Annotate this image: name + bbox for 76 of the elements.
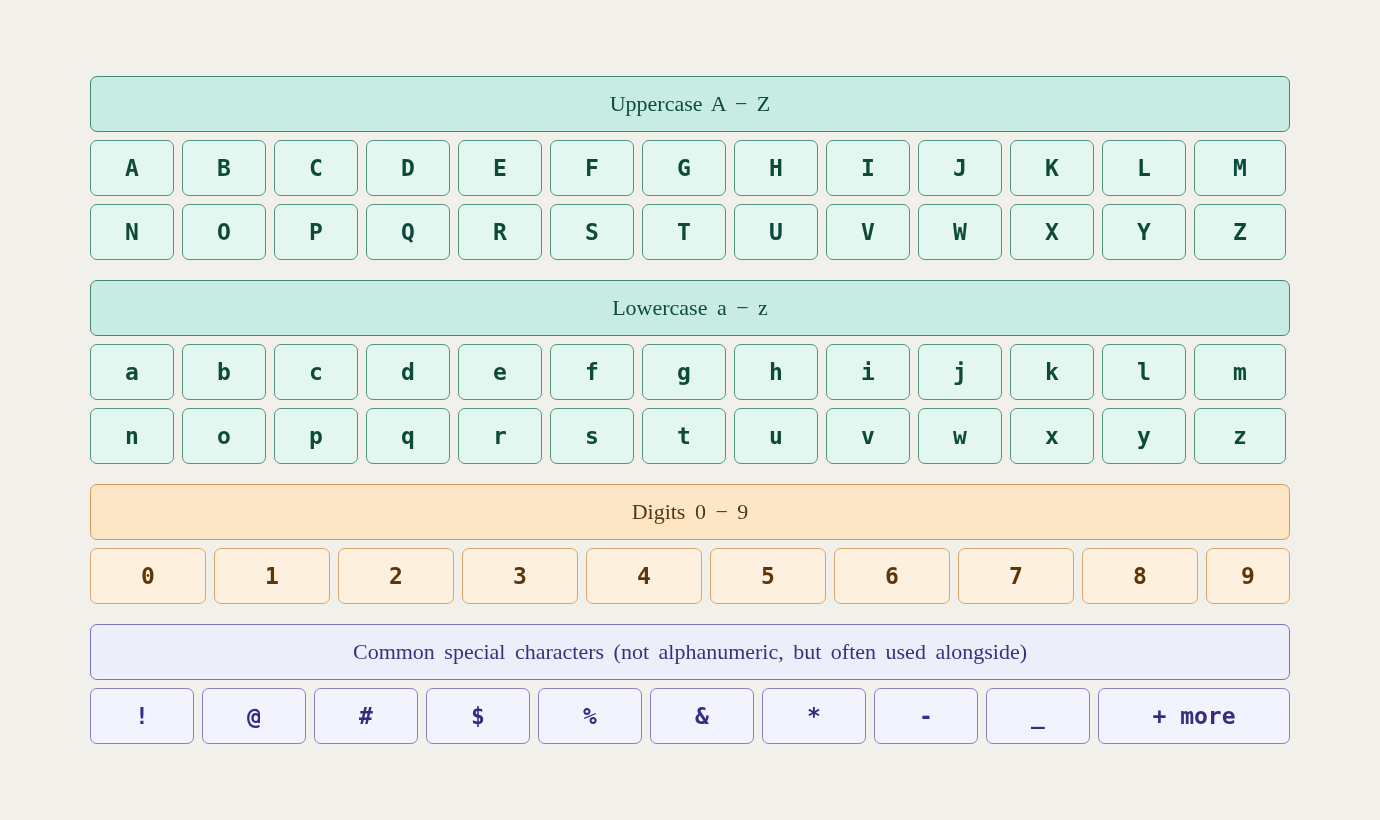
character-key: R [458, 204, 542, 260]
character-key: g [642, 344, 726, 400]
character-key: Z [1194, 204, 1286, 260]
character-key: Y [1102, 204, 1186, 260]
character-key: F [550, 140, 634, 196]
character-key: + more [1098, 688, 1290, 744]
character-key: x [1010, 408, 1094, 464]
character-key: E [458, 140, 542, 196]
character-key: N [90, 204, 174, 260]
character-key: P [274, 204, 358, 260]
character-key: S [550, 204, 634, 260]
character-key: n [90, 408, 174, 464]
character-key: @ [202, 688, 306, 744]
character-key: 5 [710, 548, 826, 604]
character-key: o [182, 408, 266, 464]
character-key: * [762, 688, 866, 744]
character-key: r [458, 408, 542, 464]
character-key: c [274, 344, 358, 400]
character-key: O [182, 204, 266, 260]
character-key: 2 [338, 548, 454, 604]
character-key: f [550, 344, 634, 400]
character-key: e [458, 344, 542, 400]
character-key: Q [366, 204, 450, 260]
character-key: q [366, 408, 450, 464]
section-header-bar: Digits 0 − 9 [90, 484, 1290, 540]
character-key: M [1194, 140, 1286, 196]
character-key: U [734, 204, 818, 260]
character-key: T [642, 204, 726, 260]
character-key: 3 [462, 548, 578, 604]
character-key: p [274, 408, 358, 464]
character-key: W [918, 204, 1002, 260]
character-key: & [650, 688, 754, 744]
character-key: d [366, 344, 450, 400]
section-header-bar: Lowercase a − z [90, 280, 1290, 336]
character-key: a [90, 344, 174, 400]
character-key: L [1102, 140, 1186, 196]
character-key: ! [90, 688, 194, 744]
character-key: 0 [90, 548, 206, 604]
character-key: y [1102, 408, 1186, 464]
character-key: % [538, 688, 642, 744]
character-key: s [550, 408, 634, 464]
character-key: J [918, 140, 1002, 196]
character-key: 1 [214, 548, 330, 604]
character-key: H [734, 140, 818, 196]
character-key: t [642, 408, 726, 464]
character-key: h [734, 344, 818, 400]
character-key: 9 [1206, 548, 1290, 604]
character-key: l [1102, 344, 1186, 400]
character-key: D [366, 140, 450, 196]
character-key: G [642, 140, 726, 196]
section-header-bar: Common special characters (not alphanumeric, but often used alongside) [90, 624, 1290, 680]
character-key: v [826, 408, 910, 464]
character-key: 6 [834, 548, 950, 604]
character-key: C [274, 140, 358, 196]
section-header-bar: Uppercase A − Z [90, 76, 1290, 132]
character-key: m [1194, 344, 1286, 400]
character-key: 8 [1082, 548, 1198, 604]
character-key: # [314, 688, 418, 744]
character-key: _ [986, 688, 1090, 744]
character-key: A [90, 140, 174, 196]
character-key: 4 [586, 548, 702, 604]
character-key: 7 [958, 548, 1074, 604]
character-key: b [182, 344, 266, 400]
character-key: z [1194, 408, 1286, 464]
character-key: $ [426, 688, 530, 744]
character-key: k [1010, 344, 1094, 400]
character-key: I [826, 140, 910, 196]
character-key: w [918, 408, 1002, 464]
character-key: j [918, 344, 1002, 400]
character-key: B [182, 140, 266, 196]
character-key: u [734, 408, 818, 464]
character-key: V [826, 204, 910, 260]
character-key: - [874, 688, 978, 744]
character-key: X [1010, 204, 1094, 260]
character-key: i [826, 344, 910, 400]
character-key: K [1010, 140, 1094, 196]
